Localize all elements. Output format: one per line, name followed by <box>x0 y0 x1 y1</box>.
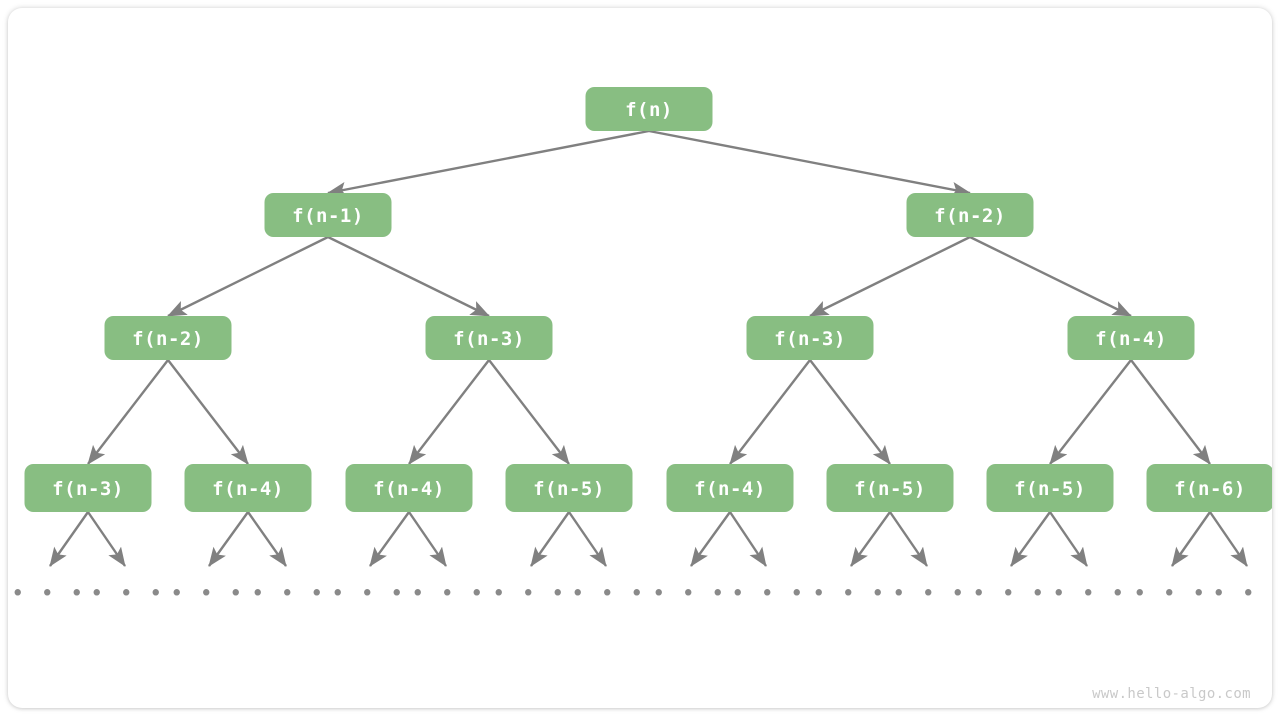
tree-node-label: f(n-1) <box>292 205 364 227</box>
tree-edge-stub <box>1209 511 1248 567</box>
tree-edge <box>327 129 650 198</box>
tree-edge-stub <box>729 511 767 567</box>
tree-node-label: f(n-5) <box>533 478 605 500</box>
tree-node-label: f(n-3) <box>52 478 124 500</box>
tree-edge-stub <box>369 511 410 567</box>
ellipsis-marker: • • • <box>892 582 966 607</box>
tree-node-box <box>505 464 633 512</box>
ellipsis-marker: • • • <box>1052 582 1126 607</box>
tree-edge-stub <box>1171 511 1211 567</box>
tree-node-box <box>184 464 312 512</box>
tree-edge <box>167 359 249 465</box>
tree-node-box <box>345 464 473 512</box>
tree-edge-stub <box>690 511 731 567</box>
leaf-stub-edges-layer <box>49 511 1248 567</box>
tree-node[interactable]: f(n-3) <box>746 316 874 360</box>
tree-node-box <box>1146 464 1272 512</box>
tree-edge-stub <box>568 511 607 567</box>
tree-edge-stub <box>49 511 89 567</box>
tree-edge <box>408 359 490 465</box>
tree-edge-stub <box>408 511 447 567</box>
ellipsis-marker: • • • <box>731 582 805 607</box>
tree-node-label: f(n-4) <box>212 478 284 500</box>
tree-node-label: f(n-2) <box>934 205 1006 227</box>
tree-node-label: f(n-5) <box>854 478 926 500</box>
ellipsis-marker: • • • <box>492 582 566 607</box>
tree-node-label: f(n-4) <box>373 478 445 500</box>
tree-edge <box>809 235 971 318</box>
tree-node-label: f(n-3) <box>453 328 525 350</box>
tree-edge-stub <box>1010 511 1051 567</box>
tree-edge <box>1049 359 1132 465</box>
tree-node-label: f(n-6) <box>1174 478 1246 500</box>
tree-node[interactable]: f(n-4) <box>666 464 794 512</box>
tree-node-label: f(n-3) <box>774 328 846 350</box>
tree-edge <box>648 129 971 198</box>
tree-node-label: f(n-4) <box>1095 328 1167 350</box>
ellipsis-layer: • • •• • •• • •• • •• • •• • •• • •• • •… <box>11 582 1272 607</box>
watermark: www.hello-algo.com <box>1092 686 1251 702</box>
tree-edge-stub <box>247 511 287 567</box>
tree-edge <box>969 235 1132 318</box>
tree-edge-stub <box>87 511 126 567</box>
tree-node-box <box>666 464 794 512</box>
tree-edge <box>809 359 891 465</box>
ellipsis-marker: • • • <box>411 582 485 607</box>
tree-node-box <box>425 316 553 360</box>
tree-node[interactable]: f(n-2) <box>104 316 232 360</box>
tree-edge <box>87 359 169 465</box>
tree-node[interactable]: f(n-3) <box>425 316 553 360</box>
ellipsis-marker: • • • <box>652 582 726 607</box>
tree-node-box <box>24 464 152 512</box>
tree-node[interactable]: f(n-2) <box>906 193 1034 237</box>
diagram-canvas: f(n) f(n-1) f(n-2) f(n-2) f(n-3) f(n-3) f(n-4)… <box>8 8 1272 708</box>
tree-edge <box>167 235 329 318</box>
tree-node[interactable]: f(n) <box>585 87 713 131</box>
ellipsis-marker: • • • <box>251 582 325 607</box>
ellipsis-marker: • • • <box>11 582 85 607</box>
tree-node[interactable]: f(n-4) <box>1067 316 1195 360</box>
tree-node[interactable]: f(n-4) <box>184 464 312 512</box>
ellipsis-marker: • • • <box>90 582 164 607</box>
ellipsis-marker: • • • <box>812 582 886 607</box>
tree-edge-stub <box>208 511 249 567</box>
tree-node-box <box>826 464 954 512</box>
tree-node-box <box>746 316 874 360</box>
tree-node[interactable]: f(n-3) <box>24 464 152 512</box>
tree-node-box <box>264 193 392 237</box>
recursion-tree-svg: f(n) f(n-1) f(n-2) f(n-2) f(n-3) f(n-3) f(n-4)… <box>11 87 1273 702</box>
tree-node-label: f(n) <box>625 99 673 121</box>
tree-edge-stub <box>889 511 928 567</box>
edges-layer <box>87 129 1211 465</box>
tree-node[interactable]: f(n-5) <box>986 464 1114 512</box>
tree-node[interactable]: f(n-1) <box>264 193 392 237</box>
ellipsis-marker: • • • <box>1212 582 1272 607</box>
tree-node-label: f(n-2) <box>132 328 204 350</box>
tree-node-box <box>1067 316 1195 360</box>
tree-node-box <box>104 316 232 360</box>
tree-edge <box>729 359 811 465</box>
tree-edge <box>327 235 490 318</box>
ellipsis-marker: • • • <box>331 582 405 607</box>
tree-node[interactable]: f(n-6) <box>1146 464 1273 512</box>
tree-edge-stub <box>1049 511 1088 567</box>
tree-edge-stub <box>530 511 570 567</box>
tree-edge-stub <box>850 511 891 567</box>
tree-node[interactable]: f(n-5) <box>505 464 633 512</box>
ellipsis-marker: • • • <box>972 582 1046 607</box>
tree-node[interactable]: f(n-4) <box>345 464 473 512</box>
ellipsis-marker: • • • <box>571 582 645 607</box>
tree-node[interactable]: f(n-5) <box>826 464 954 512</box>
tree-node-label: f(n-4) <box>694 478 766 500</box>
tree-edge <box>1130 359 1211 465</box>
ellipsis-marker: • • • <box>1133 582 1207 607</box>
tree-edge <box>488 359 570 465</box>
nodes-layer: f(n) f(n-1) f(n-2) f(n-2) f(n-3) f(n-3) f(n-4)… <box>24 87 1273 512</box>
tree-node-box <box>906 193 1034 237</box>
tree-node-label: f(n-5) <box>1014 478 1086 500</box>
ellipsis-marker: • • • <box>170 582 244 607</box>
tree-node-box <box>986 464 1114 512</box>
tree-node-box <box>585 87 713 131</box>
